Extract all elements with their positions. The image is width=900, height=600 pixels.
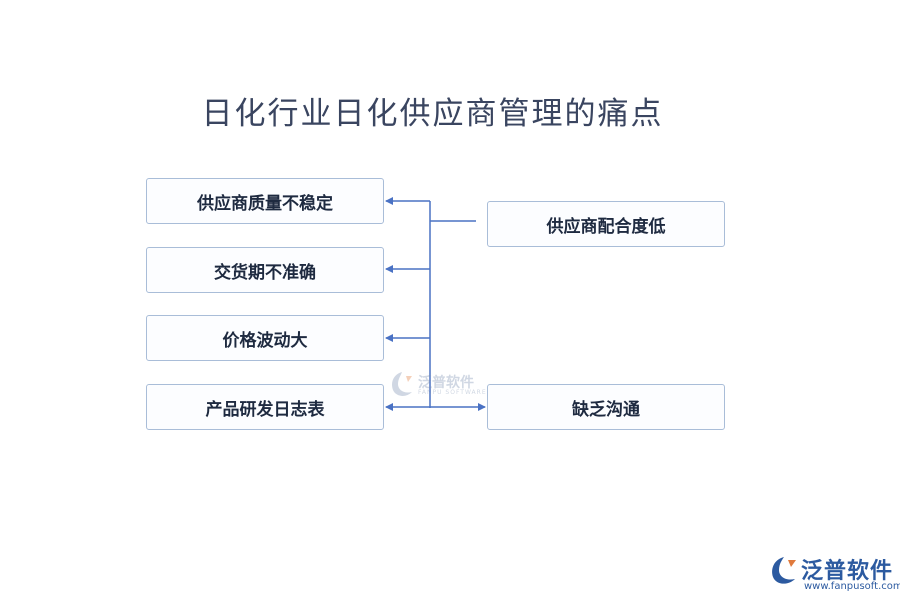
watermark-name: 泛普软件 <box>418 375 474 391</box>
cause-label: 缺乏沟通 <box>572 399 640 420</box>
pain-point-box: 交货期不准确 <box>146 247 384 293</box>
pain-point-box: 供应商质量不稳定 <box>146 178 384 224</box>
watermark: 泛普软件 FANPU SOFTWARE <box>388 368 498 402</box>
brand-name: 泛普软件 <box>801 559 894 584</box>
brand-logo-icon <box>772 557 796 584</box>
cause-box: 供应商配合度低 <box>487 201 725 247</box>
pain-point-label: 产品研发日志表 <box>205 399 325 420</box>
brand-logo: 泛普软件 www.fanpusoft.com <box>768 553 900 593</box>
pain-point-box: 产品研发日志表 <box>146 384 384 430</box>
pain-point-box: 价格波动大 <box>146 315 384 361</box>
brand-url: www.fanpusoft.com <box>804 581 900 592</box>
pain-point-label: 价格波动大 <box>222 330 308 351</box>
pain-point-label: 供应商质量不稳定 <box>197 193 333 214</box>
watermark-logo-icon <box>392 372 412 396</box>
pain-point-label: 交货期不准确 <box>214 262 316 283</box>
cause-box: 缺乏沟通 <box>487 384 725 430</box>
watermark-sub: FANPU SOFTWARE <box>418 389 487 396</box>
cause-label: 供应商配合度低 <box>546 216 666 237</box>
page-title: 日化行业日化供应商管理的痛点 <box>201 96 664 132</box>
